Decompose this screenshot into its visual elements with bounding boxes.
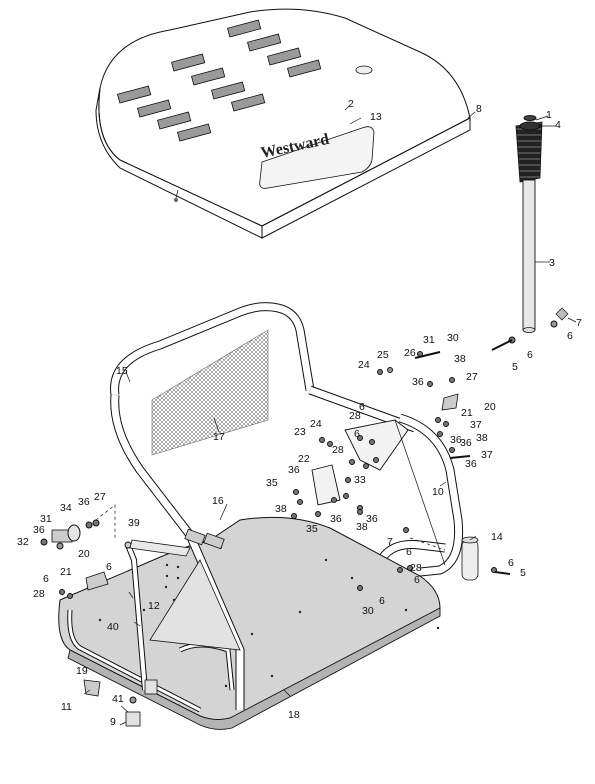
right-hardware (357, 307, 569, 591)
callout-c24a: 24 (310, 418, 322, 430)
gas-strut (124, 541, 148, 691)
mid-hardware (291, 435, 379, 519)
callout-c37b: 37 (481, 449, 493, 461)
callout-c3: 3 (549, 257, 555, 269)
callout-c12: 12 (148, 600, 160, 612)
callout-c31b: 31 (40, 513, 52, 525)
callout-c38b: 38 (476, 432, 488, 444)
callout-c30b: 30 (362, 605, 374, 617)
callout-c24b: 24 (358, 359, 370, 371)
callout-c5b: 5 (520, 567, 526, 579)
callout-c36d: 36 (366, 513, 378, 525)
callout-c36g: 36 (33, 524, 45, 536)
callout-c1: 1 (546, 109, 552, 121)
callout-c36h: 36 (78, 496, 90, 508)
callout-c22: 22 (298, 453, 310, 465)
roof-canopy: Westward (95, 8, 471, 239)
callout-c35b: 35 (306, 523, 318, 535)
callout-c28d: 28 (33, 588, 45, 600)
decal-panel (259, 126, 375, 189)
callout-c6e: 6 (106, 561, 112, 573)
callout-c38a: 38 (454, 353, 466, 365)
callout-c23: 23 (294, 426, 306, 438)
callout-c6g: 6 (406, 546, 412, 558)
callout-c36b: 36 (288, 464, 300, 476)
mesh-screen (151, 329, 269, 456)
callout-c36c: 36 (330, 513, 342, 525)
callout-c6b: 6 (567, 330, 573, 342)
floor-panel (58, 516, 441, 730)
callout-c11: 11 (61, 701, 72, 713)
callout-c40: 40 (107, 621, 119, 633)
callout-c26: 26 (404, 347, 416, 359)
callout-c6h: 6 (379, 595, 385, 607)
callout-c14: 14 (491, 531, 503, 543)
callout-c21a: 21 (461, 407, 473, 419)
callout-c35a: 35 (266, 477, 278, 489)
callout-c41: 41 (112, 693, 124, 705)
callout-c34: 34 (60, 502, 72, 514)
callout-c28b: 28 (332, 444, 344, 456)
callout-c36e: 36 (460, 437, 472, 449)
callout-c7a: 7 (576, 317, 582, 329)
callout-c17: 17 (213, 431, 225, 443)
callout-c10: 10 (432, 486, 444, 498)
callout-c21b: 21 (60, 566, 72, 578)
callout-c36f: 36 (465, 458, 477, 470)
callout-c18: 18 (288, 709, 300, 721)
callout-c13: 13 (370, 111, 382, 123)
brace-plate (311, 419, 446, 566)
callout-c6a: 6 (527, 349, 533, 361)
callout-c6i: 6 (43, 573, 49, 585)
callout-c27b: 27 (94, 491, 106, 503)
callout-c19: 19 (76, 665, 88, 677)
callout-c36a: 36 (412, 376, 424, 388)
callout-c16: 16 (212, 495, 224, 507)
floor-holes (98, 558, 440, 688)
callout-c4: 4 (555, 119, 561, 131)
callout-c9: 9 (110, 716, 116, 728)
callout-c6d: 6 (354, 428, 360, 440)
callout-c37a: 37 (470, 419, 482, 431)
callout-c8: 8 (476, 103, 482, 115)
leader-lines (83, 105, 577, 726)
post-with-grip (515, 115, 543, 333)
callout-c27a: 27 (466, 371, 478, 383)
callout-c7b: 7 (387, 536, 393, 548)
bracket-39 (129, 539, 191, 557)
callout-c36i: 36 (450, 434, 462, 446)
rollbar-frame (110, 302, 417, 538)
callout-c6f: 6 (508, 557, 514, 569)
roof-vents (117, 19, 322, 142)
callout-c15: 15 (116, 365, 128, 377)
callout-c2: 2 (348, 98, 354, 110)
callout-c32: 32 (17, 536, 29, 548)
callout-c30a: 30 (447, 332, 459, 344)
callout-c38c: 38 (275, 503, 287, 515)
callout-c31a: 31 (423, 334, 435, 346)
callout-c28c: 28 (410, 562, 422, 574)
callout-c38d: 38 (356, 521, 368, 533)
front-tube (149, 528, 245, 710)
left-hardware (40, 504, 158, 727)
roof-hole (355, 65, 373, 75)
callout-c5a: 5 (512, 361, 518, 373)
callout-c25: 25 (377, 349, 389, 361)
callout-c20b: 20 (78, 548, 90, 560)
callout-c28a: 28 (349, 410, 361, 422)
callout-c6c: 6 (359, 401, 365, 413)
callout-c39: 39 (128, 517, 140, 529)
callout-c6j: 6 (414, 574, 420, 586)
callout-c33: 33 (354, 474, 366, 486)
callout-c20a: 20 (484, 401, 496, 413)
